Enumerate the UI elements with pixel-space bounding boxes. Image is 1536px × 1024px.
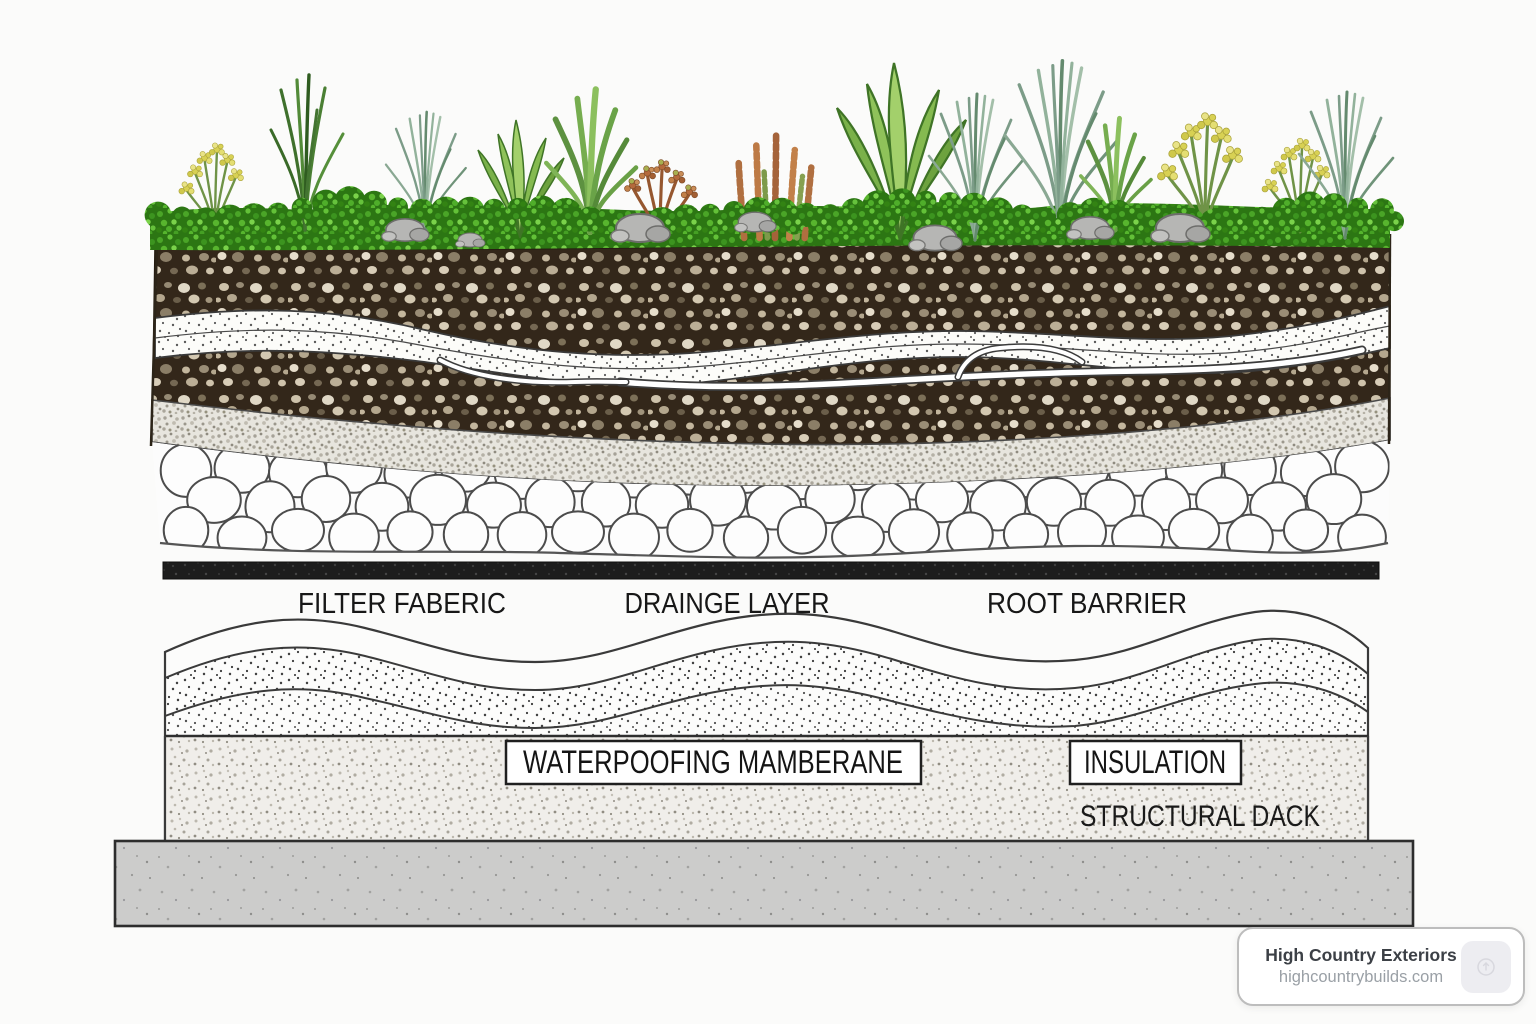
watermark-text: High Country Exteriors highcountrybuilds… [1261,945,1461,988]
insulation-label-box [1068,739,1243,786]
root-barrier-bar [162,561,1380,580]
block-left-edge [149,241,159,447]
label-root-barrier: ROOT BARRIER [987,588,1187,620]
label-structural-deck: STRUCTURAL DACK [1080,800,1320,833]
watermark-badge-icon [1461,940,1511,993]
membrane-wave-line-2 [164,681,1369,730]
membrane-wave-line [164,637,1369,692]
watermark-card: High Country Exteriors highcountrybuilds… [1237,927,1525,1006]
insulation-side-borders [163,736,1370,841]
label-insulation: INSULATION [1084,744,1226,780]
label-waterproofing-membrane: WATERPOOFING MAMBERANE [523,744,903,780]
watermark-website: highcountrybuilds.com [1278,968,1444,987]
vegetation-layer [144,58,1404,252]
lower-assembly: WATERPOOFING MAMBERANE INSULATION STRUCT… [163,609,1370,841]
upper-assembly [149,233,1392,559]
faint-badge-glyph [1477,957,1495,976]
block-right-edge [1387,233,1392,445]
label-filter-fabric: FILTER FABERIC [298,588,506,620]
watermark-company: High Country Exteriors [1265,945,1457,966]
root-channels [436,343,1367,392]
waterproofing-label-box [504,739,923,786]
lower-block-outline [163,609,1370,841]
structural-deck-slab [113,839,1415,928]
membrane-stipple-dense [165,638,1368,728]
